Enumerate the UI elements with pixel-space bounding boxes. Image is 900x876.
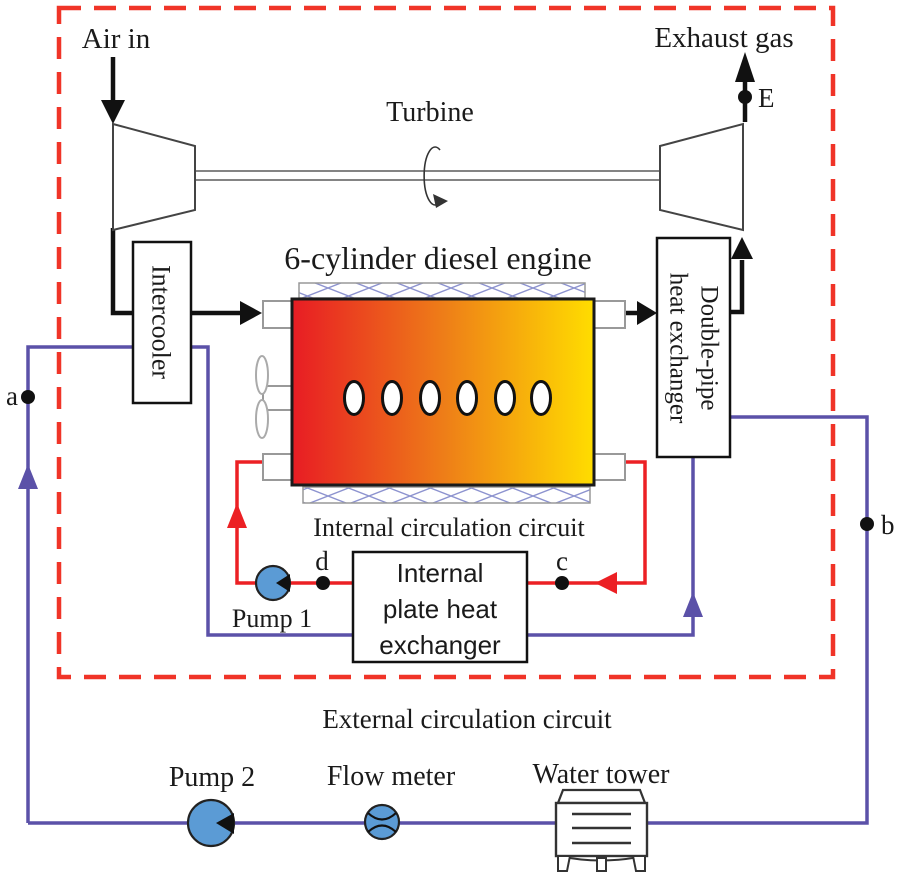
external-circuit-label: External circulation circuit xyxy=(322,704,612,734)
point-e-dot xyxy=(738,90,752,104)
engine-port-bottom-right xyxy=(593,453,626,481)
flow-meter-label: Flow meter xyxy=(327,761,456,792)
point-e-label: E xyxy=(758,83,775,113)
double-pipe-hx-box xyxy=(655,236,732,459)
pump1-rotation-notch-icon xyxy=(276,574,290,592)
compressor-wheel xyxy=(112,122,196,232)
fan-blade-icon xyxy=(255,355,269,395)
blue-pipe-right-loop xyxy=(28,415,869,825)
pump1-label: Pump 1 xyxy=(232,604,312,633)
point-b-dot xyxy=(860,517,874,531)
red-pipe-engine-to-platehx xyxy=(527,460,647,585)
engine-title-label: 6-cylinder diesel engine xyxy=(284,240,591,276)
hx-to-turbine-line xyxy=(730,260,745,315)
shaft-rotation-arc-icon xyxy=(423,146,441,206)
point-d-label: d xyxy=(315,546,329,576)
intercooler-box xyxy=(131,240,193,405)
cylinder-3 xyxy=(419,380,441,416)
red-up-arrow xyxy=(227,503,247,528)
red-left-arrow xyxy=(595,572,617,594)
air-in-arrow xyxy=(101,100,125,124)
engine-port-top-left xyxy=(262,300,294,329)
cylinder-4 xyxy=(456,380,478,416)
shaft-rotation-arrow-icon xyxy=(433,194,448,208)
engine-bottom-mount-strip xyxy=(302,486,591,504)
cylinder-2 xyxy=(381,380,403,416)
engine-inlet-arrow xyxy=(240,301,262,325)
plate-hx-box xyxy=(351,550,529,664)
turbo-shaft xyxy=(194,170,661,181)
intercooler-label: Intercooler xyxy=(147,265,176,379)
blue-up-arrow-left xyxy=(18,464,38,489)
air-in-label: Air in xyxy=(82,23,151,55)
water-tower-center-foot xyxy=(596,857,607,872)
flow-meter-symbol xyxy=(363,803,401,841)
compressor-to-engine-line xyxy=(110,228,241,316)
plate-hx-label-line1: Internal xyxy=(397,558,484,588)
cylinder-1 xyxy=(343,380,365,416)
flow-meter-bottom-arc-icon xyxy=(367,824,397,833)
pump2-rotation-notch-icon xyxy=(216,813,234,834)
internal-circuit-label: Internal circulation circuit xyxy=(313,513,585,542)
plate-hx-label-line2: plate heat xyxy=(383,594,498,624)
pump2-label: Pump 2 xyxy=(169,762,255,793)
exhaust-arrow xyxy=(735,52,755,82)
point-a-dot xyxy=(21,390,35,404)
turbine-wheel xyxy=(659,122,744,232)
flow-meter-top-arc-icon xyxy=(367,812,397,821)
point-c-label: c xyxy=(556,546,568,576)
water-tower-leg-right xyxy=(631,855,646,872)
hx-inlet-arrow xyxy=(637,301,657,325)
water-tower-label: Water tower xyxy=(533,759,671,790)
double-pipe-hx-label-line1: Double-pipe xyxy=(696,286,723,411)
fan-blade-icon xyxy=(255,399,269,439)
cylinder-6 xyxy=(530,380,552,416)
turbine-inlet-arrow xyxy=(731,237,753,259)
turbine-label: Turbine xyxy=(386,97,474,128)
water-tower-body xyxy=(554,801,649,858)
double-pipe-hx-label-line2: heat exchanger xyxy=(665,273,692,424)
exhaust-gas-label: Exhaust gas xyxy=(654,22,793,54)
blue-up-arrow-right xyxy=(683,592,703,617)
water-tower-lid xyxy=(556,788,647,805)
engine-top-mount-strip xyxy=(298,282,586,299)
point-a-label: a xyxy=(6,381,18,411)
engine-port-top-right xyxy=(593,300,626,329)
engine-port-mid-left xyxy=(262,385,294,411)
water-tower-leg-left xyxy=(557,855,572,872)
plate-hx-label-line3: exchanger xyxy=(379,630,501,660)
point-b-label: b xyxy=(881,510,895,540)
point-c-dot xyxy=(555,576,569,590)
engine-port-bottom-left xyxy=(262,453,294,481)
internal-boundary-dashed-border xyxy=(56,5,836,680)
point-d-dot xyxy=(316,576,330,590)
cylinder-5 xyxy=(494,380,516,416)
